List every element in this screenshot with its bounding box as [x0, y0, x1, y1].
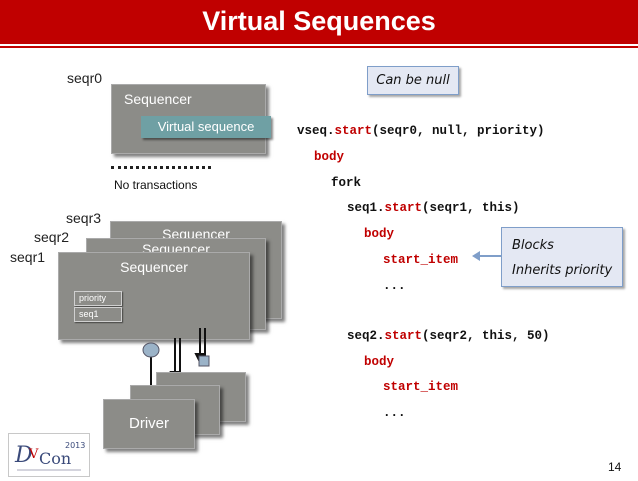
- code-line-4: seq1.start(seqr1, this): [347, 201, 520, 215]
- title-underline: [0, 46, 638, 48]
- svg-text:V: V: [28, 447, 39, 462]
- code-line-8: seq2.start(seqr2, this, 50): [347, 329, 550, 343]
- seqr0-label: seqr0: [67, 70, 103, 86]
- seqr3-label: seqr3: [66, 210, 102, 226]
- code-line-5: body: [364, 227, 395, 241]
- code-line-6: start_item: [383, 253, 459, 267]
- code-line-7: ...: [383, 279, 406, 293]
- virtual-sequence-box: Virtual sequence: [141, 116, 271, 138]
- page-number: 14: [608, 460, 622, 474]
- code-token: (seqr1, this): [422, 201, 520, 215]
- code-keyword: start: [384, 201, 423, 215]
- code-token: vseq.: [297, 124, 335, 138]
- sequencer-seqr0: Sequencer: [111, 84, 266, 154]
- code-keyword: start: [384, 329, 423, 343]
- seq1-chip: seq1: [74, 307, 122, 322]
- code-token: (seqr2, this, 50): [422, 329, 550, 343]
- svg-text:Con: Con: [39, 449, 71, 468]
- port-1: [142, 342, 160, 358]
- seqr1-label: seqr1: [10, 249, 46, 265]
- inherits-priority-text: Inherits priority: [512, 263, 613, 278]
- blocks-text: Blocks: [512, 238, 554, 253]
- seqr2-label: seqr2: [34, 229, 70, 245]
- dvcon-logo: D V Con 2013: [8, 433, 90, 477]
- code-keyword: start: [334, 124, 373, 138]
- title-bar: Virtual Sequences: [0, 0, 638, 44]
- code-token: (seqr0, null, priority): [372, 124, 545, 138]
- code-line-9: body: [364, 355, 395, 369]
- code-line-2: body: [314, 150, 345, 164]
- svg-text:2013: 2013: [65, 441, 85, 450]
- slide-title: Virtual Sequences: [202, 6, 436, 36]
- port-3: [198, 355, 210, 367]
- driver-seqr1: Driver: [103, 399, 195, 449]
- dvcon-logo-graphic: D V Con 2013: [14, 441, 85, 471]
- code-token: seq2.: [347, 329, 385, 343]
- blocks-arrow: [472, 251, 504, 261]
- sequencer-seqr0-caption: Sequencer: [124, 91, 192, 107]
- sequencer-seqr1-caption: Sequencer: [120, 259, 188, 275]
- code-token: seq1.: [347, 201, 385, 215]
- blocks-callout: Blocks Inherits priority: [501, 227, 623, 287]
- code-line-10: start_item: [383, 380, 459, 394]
- no-transactions-label: No transactions: [114, 178, 198, 192]
- code-line-11: ...: [383, 406, 406, 420]
- priority-chip: priority: [74, 291, 122, 306]
- no-transactions-dotted-line: [111, 166, 211, 169]
- can-be-null-callout: Can be null: [367, 66, 459, 95]
- code-line-1: vseq.start(seqr0, null, priority): [297, 124, 545, 138]
- svg-text:D: D: [14, 443, 33, 468]
- code-line-3: fork: [331, 176, 362, 190]
